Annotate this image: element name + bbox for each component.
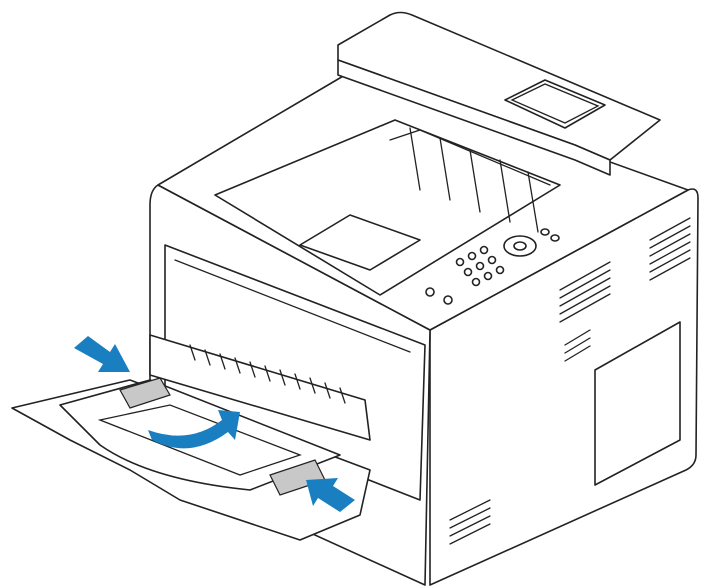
output-rollers [409, 127, 539, 233]
arrow-push-left-guide-icon [74, 336, 130, 372]
side-access-door[interactable] [594, 321, 681, 486]
printer-right-side [429, 188, 699, 586]
arrow-push-right-guide-icon [306, 478, 355, 512]
paper-guide-left[interactable] [119, 377, 171, 409]
side-vents [449, 217, 691, 545]
output-tray [214, 119, 561, 296]
arrow-paper-feed-icon [148, 410, 240, 449]
control-buttons[interactable] [425, 228, 560, 305]
